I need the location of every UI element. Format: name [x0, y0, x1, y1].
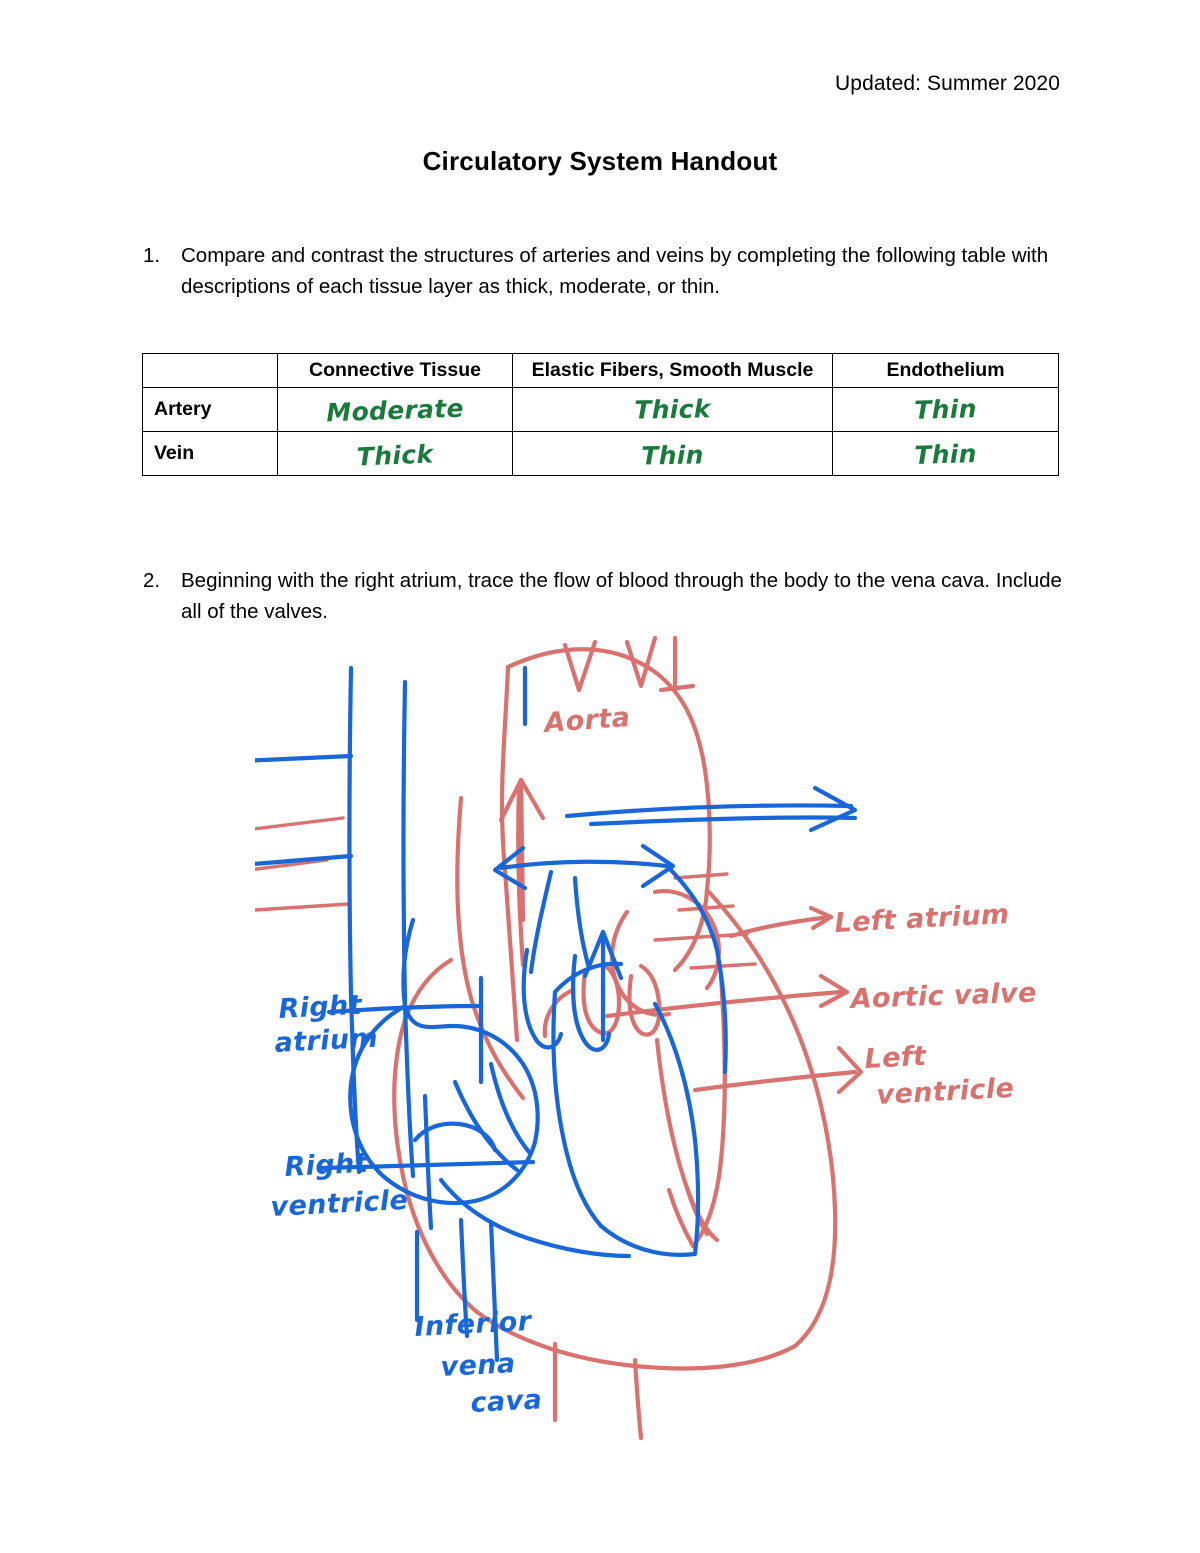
- diagram-label-left-ventricle-line2: ventricle: [876, 1073, 1015, 1111]
- question-1-text: Compare and contrast the structures of a…: [181, 244, 1049, 299]
- table-header-endothelium: Endothelium: [832, 353, 1059, 388]
- cell-vein-elastic-fibers: Thin: [512, 431, 833, 476]
- cell-artery-endothelium: Thin: [832, 387, 1059, 432]
- diagram-label-right-ventricle-line2: ventricle: [270, 1185, 409, 1223]
- question-2: 2. Beginning with the right atrium, trac…: [143, 565, 1068, 627]
- diagram-label-aorta: Aorta: [541, 702, 631, 739]
- diagram-label-left-atrium: Left atrium: [834, 899, 1010, 939]
- question-1: 1. Compare and contrast the structures o…: [143, 240, 1068, 302]
- table-header-connective-tissue: Connective Tissue: [277, 353, 513, 388]
- artery-vein-comparison-table: Connective Tissue Elastic Fibers, Smooth…: [142, 353, 1059, 476]
- handwriting-artery-endothelium: Thin: [913, 394, 978, 425]
- heart-diagram: Aorta Left atrium Aortic valve Left vent…: [255, 620, 1085, 1450]
- question-2-number: 2.: [143, 569, 161, 592]
- table-header-blank: [142, 353, 278, 388]
- table-header-row: Connective Tissue Elastic Fibers, Smooth…: [142, 353, 1059, 388]
- table-row-artery: Artery Moderate Thick Thin: [142, 387, 1059, 432]
- updated-date: Updated: Summer 2020: [835, 72, 1060, 95]
- page-title: Circulatory System Handout: [422, 146, 778, 176]
- question-1-number: 1.: [143, 244, 161, 267]
- diagram-label-inferior-vena-cava-line3: cava: [470, 1384, 543, 1419]
- diagram-label-left-ventricle-line1: Left: [864, 1041, 928, 1075]
- table-header-elastic-fibers: Elastic Fibers, Smooth Muscle: [512, 353, 833, 388]
- diagram-label-right-atrium-line1: Right: [278, 990, 364, 1025]
- handwriting-vein-connective-tissue: Thick: [356, 439, 434, 472]
- cell-vein-connective-tissue: Thick: [277, 431, 513, 476]
- table-row-vein: Vein Thick Thin Thin: [142, 431, 1059, 476]
- diagram-label-right-ventricle-line1: Right: [284, 1148, 370, 1183]
- diagram-label-right-atrium-line2: atrium: [274, 1023, 379, 1059]
- handwriting-artery-connective-tissue: Moderate: [325, 393, 465, 428]
- diagram-label-inferior-vena-cava-line2: vena: [440, 1348, 516, 1383]
- diagram-label-inferior-vena-cava-line1: Inferior: [414, 1306, 534, 1343]
- cell-artery-connective-tissue: Moderate: [277, 387, 513, 432]
- question-2-text: Beginning with the right atrium, trace t…: [181, 569, 1062, 624]
- handwriting-artery-elastic-fibers: Thick: [634, 394, 711, 425]
- cell-artery-elastic-fibers: Thick: [512, 387, 833, 432]
- handwriting-vein-elastic-fibers: Thin: [641, 440, 704, 471]
- handwriting-vein-endothelium: Thin: [913, 439, 978, 470]
- cell-vein-endothelium: Thin: [832, 431, 1059, 476]
- row-label-vein: Vein: [142, 431, 278, 476]
- diagram-label-aortic-valve: Aortic valve: [848, 978, 1037, 1016]
- row-label-artery: Artery: [142, 387, 278, 432]
